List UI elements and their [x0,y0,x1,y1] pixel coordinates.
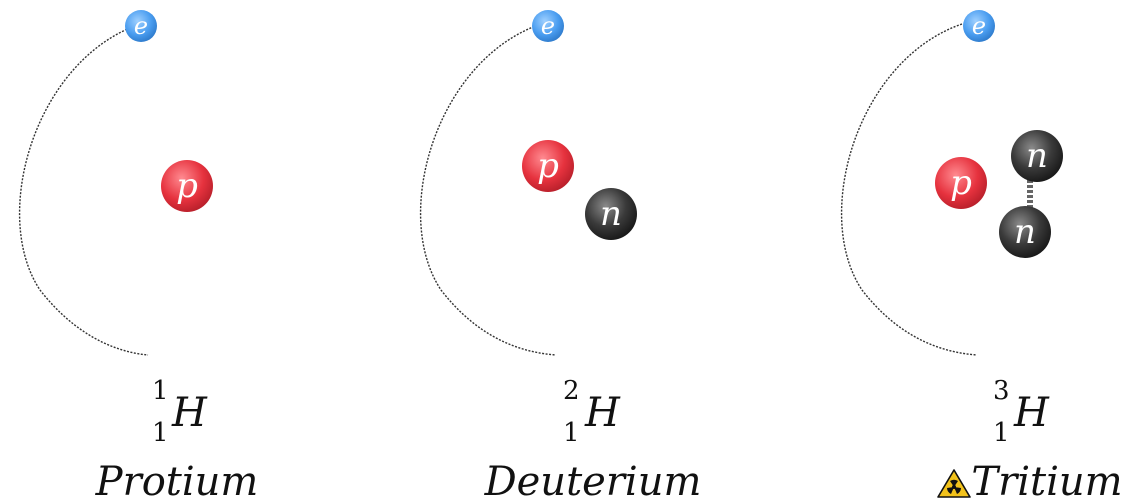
mass-number: 1 [152,376,169,406]
neutron: n [1011,130,1063,182]
isotope-tritium: e p n n 3 1 H Tritium [841,10,1123,502]
electron: e [125,10,157,42]
neutron: n [585,188,637,240]
mass-number: 3 [993,376,1010,406]
element-symbol: H [1013,390,1050,436]
isotope-notation: 2 1 H [563,376,621,448]
neutron: n [999,206,1051,258]
neutron-label: n [600,194,622,234]
electron-orbit [420,23,557,356]
isotope-name: Protium [95,459,259,502]
proton-label: p [537,146,559,186]
isotope-notation: 1 1 H [152,376,208,448]
neutron-label: n [1026,136,1048,176]
isotope-notation: 3 1 H [993,376,1050,448]
proton-label: p [950,163,972,203]
radiation-warning-icon [937,469,971,498]
atomic-number: 1 [152,418,169,448]
proton: p [522,140,574,192]
electron: e [532,10,564,42]
electron-label: e [972,12,986,40]
proton: p [935,157,987,209]
electron-label: e [134,12,148,40]
element-symbol: H [171,390,208,436]
isotope-protium: e p 1 1 H Protium [19,10,259,502]
neutron-label: n [1014,212,1036,252]
isotope-deuterium: e p n 2 1 H Deuterium [420,10,702,502]
isotope-name: Deuterium [484,459,702,502]
electron-orbit [19,23,149,356]
atomic-number: 1 [563,418,580,448]
proton: p [161,160,213,212]
electron-orbit [841,23,978,356]
proton-label: p [176,166,198,206]
electron: e [963,10,995,42]
atomic-number: 1 [993,418,1010,448]
isotope-name: Tritium [971,459,1122,502]
mass-number: 2 [563,376,580,406]
electron-label: e [541,12,555,40]
element-symbol: H [584,390,621,436]
